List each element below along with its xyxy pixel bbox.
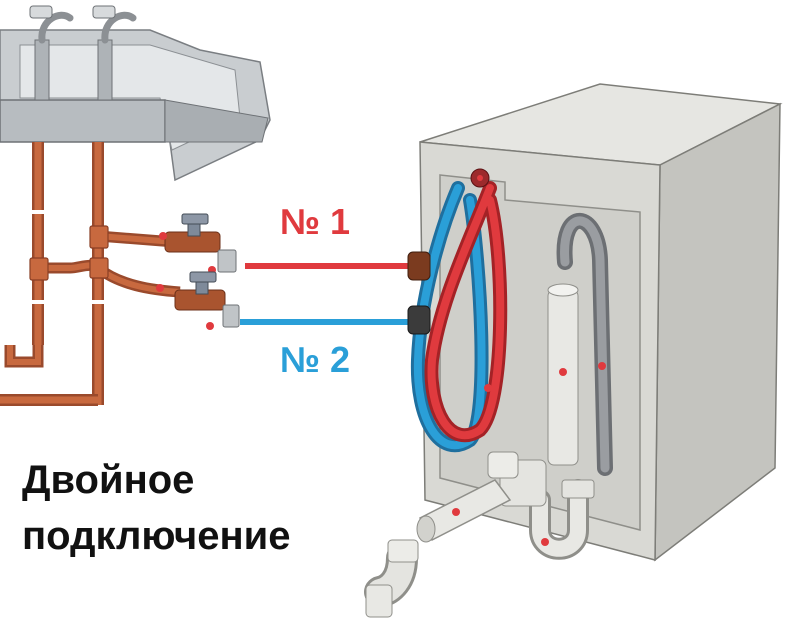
label-line-1: № 1: [280, 201, 350, 242]
caption-line-b: подключение: [22, 514, 291, 558]
caption: Двойное подключение: [22, 452, 290, 564]
label-line-2: № 2: [280, 339, 350, 380]
pipe-gaps: [28, 210, 110, 304]
faucet-right: [92, 5, 137, 101]
drain-pipe: [364, 479, 512, 618]
valve-1: [159, 213, 237, 274]
hose-couplings: [407, 251, 431, 335]
siphon: [487, 451, 595, 560]
faucet-left: [29, 5, 74, 101]
sink: [0, 29, 271, 182]
valve-2: [156, 271, 240, 330]
inlet-hoses: [410, 168, 508, 453]
drain-hose: [556, 213, 613, 476]
caption-line-a: Двойное: [22, 458, 195, 502]
pipe-tees: [29, 225, 109, 281]
drain-standpipe: [547, 283, 579, 466]
